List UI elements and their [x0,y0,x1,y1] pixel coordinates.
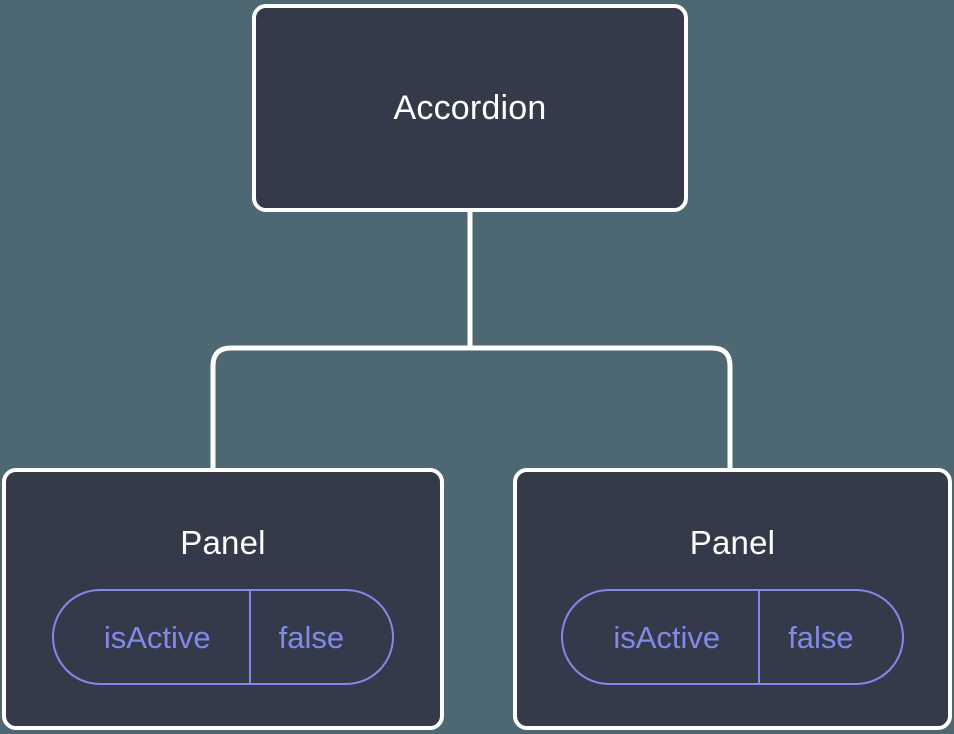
prop-value-label: false [248,591,392,683]
node-panel-right-label: Panel [689,524,776,561]
node-panel-right[interactable]: Panel isActive false [513,468,952,730]
node-accordion-label: Accordion [393,89,547,127]
prop-key-label: isActive [613,619,721,655]
prop-pill-is-active-left[interactable]: isActive false [51,589,395,685]
edge-branch-bus [210,345,733,468]
prop-pill-is-active-right[interactable]: isActive false [561,589,904,685]
prop-key-label: isActive [103,619,211,655]
prop-value-label: false [758,591,901,683]
node-accordion[interactable]: Accordion [252,4,688,212]
node-panel-left-label: Panel [180,524,266,561]
node-panel-left[interactable]: Panel isActive false [2,468,444,730]
